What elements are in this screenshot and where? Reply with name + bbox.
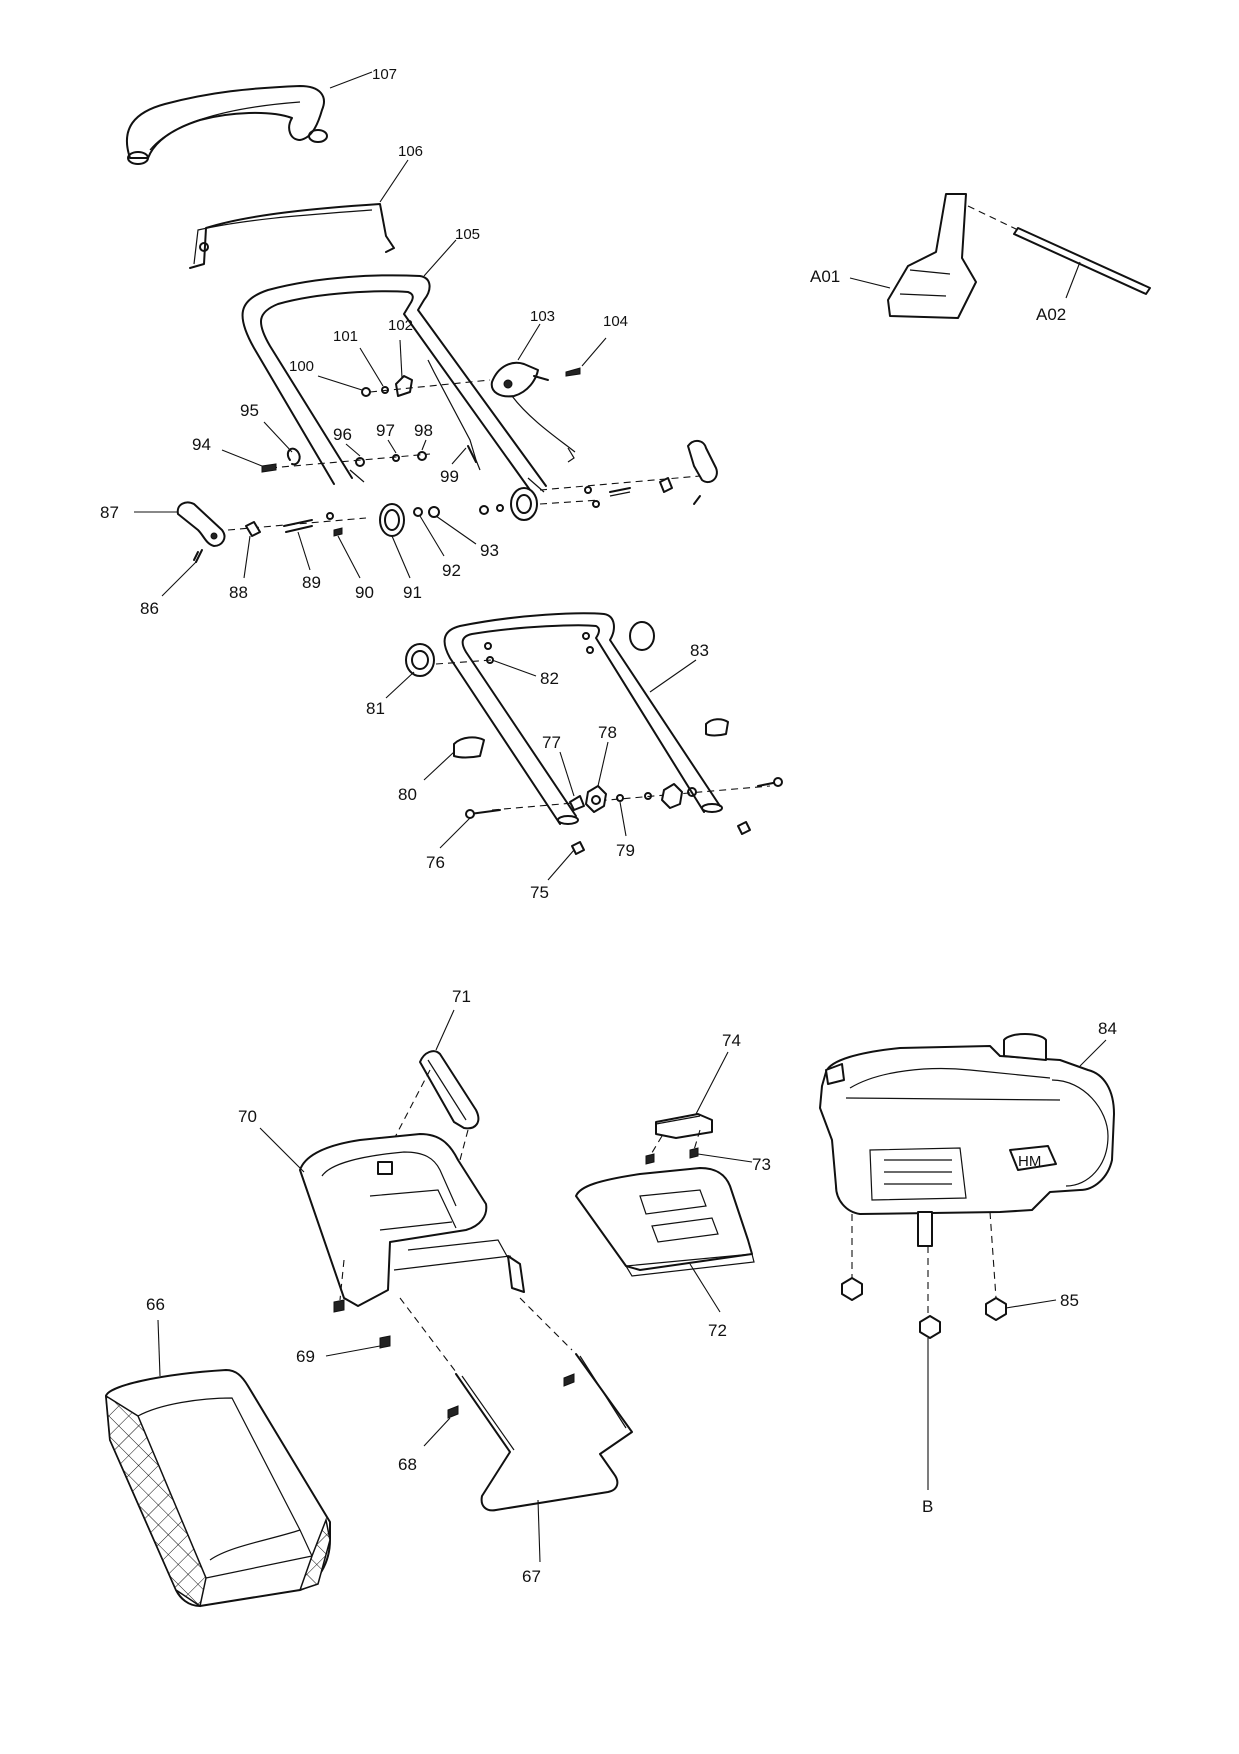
label-99: 99 [440, 467, 459, 486]
label-74: 74 [722, 1031, 741, 1050]
part-87-lever [176, 501, 226, 547]
label-80: 80 [398, 785, 417, 804]
part-68-screws [447, 1373, 575, 1419]
label-66: 66 [146, 1295, 165, 1314]
part-85-nuts [841, 1277, 1007, 1339]
part-77-washer [569, 795, 585, 811]
label-93: 93 [480, 541, 499, 560]
part-75-nut [571, 821, 751, 855]
right-side-upper-hardware [479, 440, 718, 521]
label-72: 72 [708, 1321, 727, 1340]
part-86-spring [193, 549, 203, 563]
engine-decal: HM [1018, 1153, 1041, 1170]
label-84: 84 [1098, 1019, 1117, 1038]
label-B: B [922, 1497, 933, 1516]
part-76-bolt [465, 777, 783, 819]
part-82-screws [484, 632, 594, 664]
label-73: 73 [752, 1155, 771, 1174]
part-83-lower-handle [443, 612, 723, 825]
label-78: 78 [598, 723, 617, 742]
label-71: 71 [452, 987, 471, 1006]
label-70: 70 [238, 1107, 257, 1126]
label-82: 82 [540, 669, 559, 688]
label-98: 98 [414, 421, 433, 440]
label-91: 91 [403, 583, 422, 602]
label-107: 107 [372, 66, 397, 83]
part-84-engine: HM [819, 1033, 1115, 1247]
label-95: 95 [240, 401, 259, 420]
label-104: 104 [603, 313, 628, 330]
part-79-washer [616, 787, 697, 802]
label-94: 94 [192, 435, 211, 454]
part-97-washer [392, 454, 400, 462]
part-107-handle-grip [125, 85, 328, 165]
label-81: 81 [366, 699, 385, 718]
part-98-nut [417, 451, 427, 461]
part-70-rear-cover [299, 1133, 525, 1307]
label-89: 89 [302, 573, 321, 592]
part-80-bracket [453, 718, 729, 759]
part-72-deflector [575, 1167, 755, 1277]
part-99-cable [427, 359, 481, 471]
label-88: 88 [229, 583, 248, 602]
part-A02-rod [1013, 227, 1151, 295]
label-68: 68 [398, 1455, 417, 1474]
part-96-washer [355, 457, 365, 467]
part-81-knob [405, 621, 655, 677]
label-75: 75 [530, 883, 549, 902]
label-100: 100 [289, 358, 314, 375]
part-100-nut [361, 387, 371, 397]
part-103-control-lever [490, 361, 576, 463]
label-86: 86 [140, 599, 159, 618]
part-66-grass-bag [105, 1369, 331, 1608]
label-A01: A01 [810, 267, 840, 286]
part-74-cap [655, 1113, 713, 1139]
label-79: 79 [616, 841, 635, 860]
label-69: 69 [296, 1347, 315, 1366]
part-73-screws [645, 1147, 699, 1165]
label-96: 96 [333, 425, 352, 444]
part-102-clip [395, 375, 413, 397]
label-102: 102 [388, 317, 413, 334]
part-91-knob [379, 503, 405, 537]
part-94-bolt [261, 463, 277, 473]
part-78-star-knob [585, 783, 683, 813]
label-67: 67 [522, 1567, 541, 1586]
label-106: 106 [398, 143, 423, 160]
label-87: 87 [100, 503, 119, 522]
label-83: 83 [690, 641, 709, 660]
label-85: 85 [1060, 1291, 1079, 1310]
part-89-pin [283, 519, 313, 533]
part-67-frame [455, 1353, 633, 1512]
part-95-spring [286, 447, 301, 466]
label-101: 101 [333, 328, 358, 345]
label-76: 76 [426, 853, 445, 872]
label-92: 92 [442, 561, 461, 580]
part-93-nut [428, 506, 440, 518]
label-A02: A02 [1036, 305, 1066, 324]
label-103: 103 [530, 308, 555, 325]
part-A01-tool [887, 193, 977, 319]
part-88-clip [245, 521, 261, 537]
label-77: 77 [542, 733, 561, 752]
label-105: 105 [455, 226, 480, 243]
part-105-upper-handle [241, 274, 547, 493]
part-92-washer [413, 507, 423, 517]
part-69-screws [333, 1299, 391, 1349]
label-90: 90 [355, 583, 374, 602]
part-106-top-bar [189, 203, 395, 269]
part-90-screw [326, 512, 343, 537]
label-97: 97 [376, 421, 395, 440]
part-71-grip [419, 1050, 480, 1130]
part-104-screw [565, 367, 581, 377]
